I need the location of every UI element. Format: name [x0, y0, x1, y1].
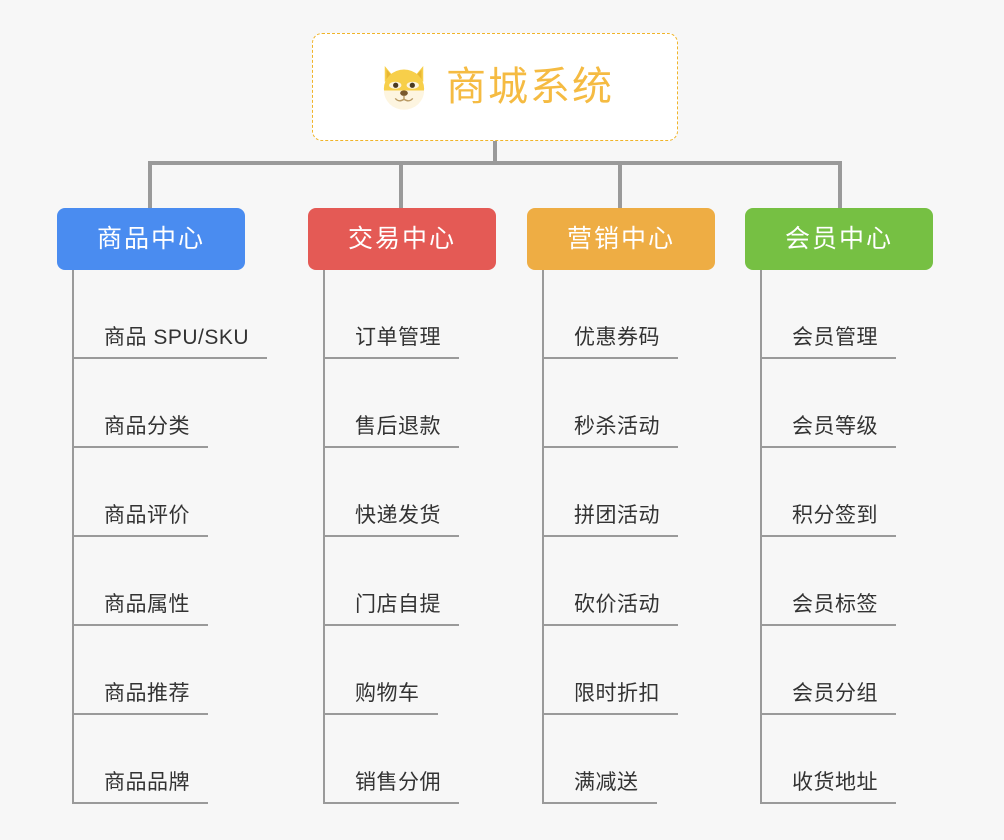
leaf-list-3: 优惠券码 秒杀活动 拼团活动 砍价活动 限时折扣 满减送 — [542, 270, 715, 804]
leaf-item[interactable]: 购物车 — [323, 626, 496, 715]
leaf-list-4: 会员管理 会员等级 积分签到 会员标签 会员分组 收货地址 — [760, 270, 933, 804]
leaf-item[interactable]: 商品属性 — [72, 537, 245, 626]
leaf-item[interactable]: 会员管理 — [760, 270, 933, 359]
leaf-label: 积分签到 — [792, 504, 878, 527]
connector-vertical-4 — [838, 161, 842, 209]
leaf-item[interactable]: 拼团活动 — [542, 448, 715, 537]
leaf-label: 商品品牌 — [104, 771, 190, 794]
leaf-label: 砍价活动 — [574, 593, 660, 616]
leaf-label: 商品推荐 — [104, 682, 190, 705]
leaf-item[interactable]: 会员标签 — [760, 537, 933, 626]
leaf-item[interactable]: 订单管理 — [323, 270, 496, 359]
category-label-4: 会员中心 — [784, 224, 893, 253]
leaf-item[interactable]: 砍价活动 — [542, 537, 715, 626]
leaf-label: 购物车 — [355, 682, 420, 705]
leaf-item[interactable]: 积分签到 — [760, 448, 933, 537]
connector-vertical-1 — [148, 161, 152, 209]
leaf-label: 优惠券码 — [574, 326, 660, 349]
leaf-label: 会员分组 — [792, 682, 878, 705]
leaf-item[interactable]: 满减送 — [542, 715, 715, 804]
leaf-item[interactable]: 会员分组 — [760, 626, 933, 715]
shiba-dog-face-icon — [376, 59, 432, 115]
leaf-item[interactable]: 商品推荐 — [72, 626, 245, 715]
connector-root-vertical — [493, 141, 497, 164]
leaf-label: 限时折扣 — [574, 682, 660, 705]
leaf-item[interactable]: 快递发货 — [323, 448, 496, 537]
leaf-label: 会员等级 — [792, 415, 878, 438]
connector-vertical-3 — [618, 161, 622, 209]
connector-vertical-2 — [399, 161, 403, 209]
connector-horizontal-bus — [148, 161, 842, 165]
leaf-item[interactable]: 商品 SPU/SKU — [72, 270, 268, 359]
leaf-label: 秒杀活动 — [574, 415, 660, 438]
leaf-label: 满减送 — [574, 771, 639, 794]
leaf-item[interactable]: 收货地址 — [760, 715, 933, 804]
leaf-label: 拼团活动 — [574, 504, 660, 527]
category-header-2[interactable]: 交易中心 — [308, 208, 496, 270]
leaf-label: 销售分佣 — [355, 771, 441, 794]
leaf-item[interactable]: 商品品牌 — [72, 715, 245, 804]
leaf-item[interactable]: 销售分佣 — [323, 715, 496, 804]
leaf-item[interactable]: 优惠券码 — [542, 270, 715, 359]
leaf-item[interactable]: 商品分类 — [72, 359, 245, 448]
leaf-label: 商品评价 — [104, 504, 190, 527]
leaf-label: 门店自提 — [355, 593, 441, 616]
root-node[interactable]: 商城系统 — [312, 33, 678, 141]
leaf-label: 商品属性 — [104, 593, 190, 616]
branch-column-3: 营销中心 优惠券码 秒杀活动 拼团活动 砍价活动 限时折扣 满减送 — [527, 208, 715, 804]
leaf-item[interactable]: 秒杀活动 — [542, 359, 715, 448]
leaf-item[interactable]: 售后退款 — [323, 359, 496, 448]
category-label-1: 商品中心 — [96, 224, 205, 253]
leaf-item[interactable]: 限时折扣 — [542, 626, 715, 715]
root-title: 商城系统 — [446, 65, 614, 109]
leaf-label: 订单管理 — [355, 326, 441, 349]
category-label-3: 营销中心 — [566, 224, 675, 253]
category-header-1[interactable]: 商品中心 — [57, 208, 245, 270]
leaf-item[interactable]: 会员等级 — [760, 359, 933, 448]
leaf-label: 售后退款 — [355, 415, 441, 438]
category-label-2: 交易中心 — [347, 224, 456, 253]
leaf-label: 收货地址 — [792, 771, 878, 794]
category-header-4[interactable]: 会员中心 — [745, 208, 933, 270]
branch-column-2: 交易中心 订单管理 售后退款 快递发货 门店自提 购物车 销售分佣 — [308, 208, 496, 804]
leaf-item[interactable]: 商品评价 — [72, 448, 245, 537]
leaf-label: 商品 SPU/SKU — [104, 326, 250, 349]
branch-column-4: 会员中心 会员管理 会员等级 积分签到 会员标签 会员分组 收货地址 — [745, 208, 933, 804]
leaf-label: 会员标签 — [792, 593, 878, 616]
leaf-list-1: 商品 SPU/SKU 商品分类 商品评价 商品属性 商品推荐 商品品牌 — [72, 270, 268, 804]
category-header-3[interactable]: 营销中心 — [527, 208, 715, 270]
leaf-list-2: 订单管理 售后退款 快递发货 门店自提 购物车 销售分佣 — [323, 270, 496, 804]
branch-column-1: 商品中心 商品 SPU/SKU 商品分类 商品评价 商品属性 商品推荐 商品品牌 — [57, 208, 268, 804]
leaf-item[interactable]: 门店自提 — [323, 537, 496, 626]
leaf-label: 会员管理 — [792, 326, 878, 349]
leaf-label: 快递发货 — [355, 504, 441, 527]
leaf-label: 商品分类 — [104, 415, 190, 438]
